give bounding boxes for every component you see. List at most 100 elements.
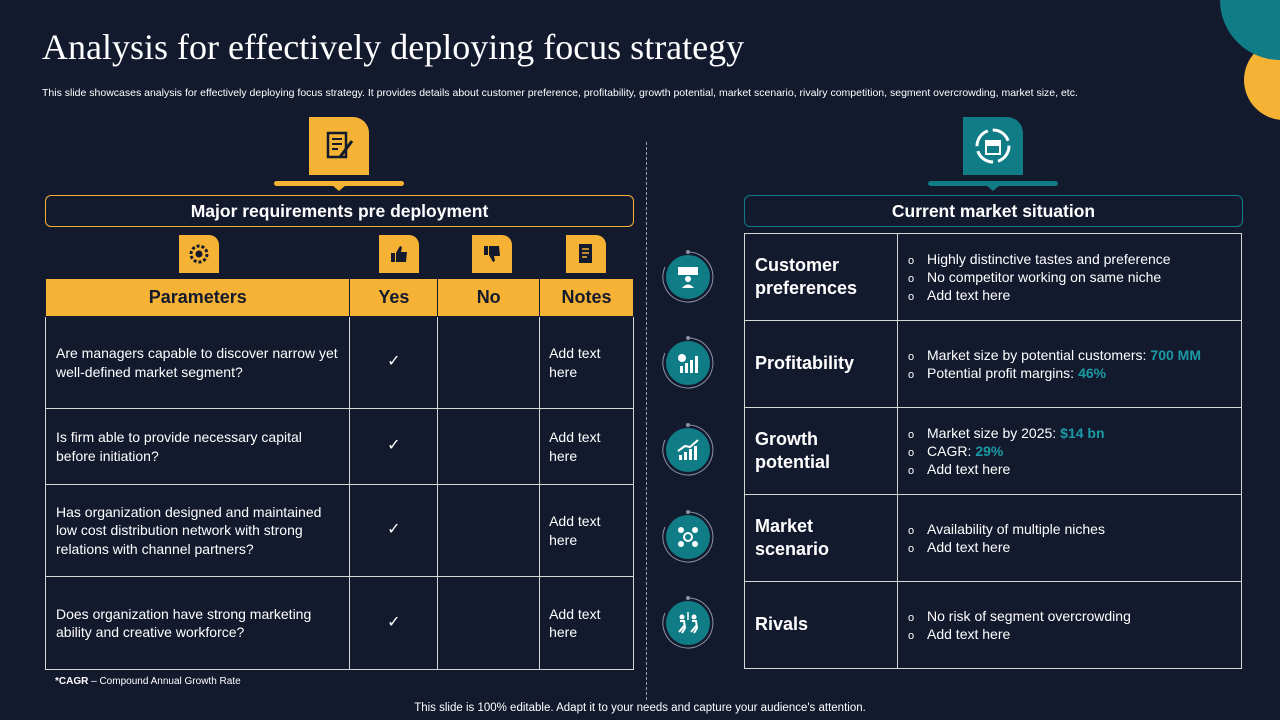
bullet-marker-icon: o bbox=[908, 272, 915, 285]
bullet-marker-icon: o bbox=[908, 611, 915, 624]
decorative-circle-teal bbox=[1220, 0, 1280, 60]
table-row: Is firm able to provide necessary capita… bbox=[44, 408, 634, 485]
market-row-details: o Highly distinctive tastes and preferenc… bbox=[897, 233, 1242, 321]
bullet-item: o No competitor working on same niche bbox=[908, 268, 1231, 286]
bullet-text: Market size by 2025: bbox=[927, 424, 1057, 441]
market-row: Customer preferences o Highly distinctive … bbox=[744, 233, 1242, 321]
yes-check-cell: ✓ bbox=[349, 316, 439, 409]
gear-people-icon bbox=[179, 235, 219, 273]
growth-chart-icon bbox=[660, 422, 716, 478]
bullet-marker-icon: o bbox=[908, 446, 915, 459]
table-row: Has organization designed and maintained… bbox=[44, 484, 634, 577]
yes-check-cell: ✓ bbox=[349, 576, 439, 670]
parameter-cell: Is firm able to provide necessary capita… bbox=[44, 408, 351, 485]
notes-cell: Add text here bbox=[539, 408, 634, 485]
market-row-label: Rivals bbox=[744, 581, 898, 669]
bullet-item: o CAGR:29% bbox=[908, 442, 1231, 460]
bullet-item: o Add text here bbox=[908, 286, 1231, 304]
bullet-text: No competitor working on same niche bbox=[927, 268, 1162, 285]
rivals-icon bbox=[660, 595, 716, 651]
bullet-text: Market size by potential customers: bbox=[927, 346, 1147, 363]
yes-check-cell: ✓ bbox=[349, 408, 439, 485]
left-section-header: Major requirements pre deployment bbox=[45, 195, 634, 227]
table-row: Does organization have strong marketing … bbox=[44, 576, 634, 670]
bullet-marker-icon: o bbox=[908, 350, 915, 363]
right-header-bar bbox=[928, 181, 1058, 186]
notes-cell: Add text here bbox=[539, 576, 634, 670]
table-row: Are managers capable to discover narrow … bbox=[44, 316, 634, 409]
no-cell bbox=[437, 484, 541, 577]
bullet-text: Highly distinctive tastes and preference bbox=[927, 250, 1171, 267]
bullet-text: Add text here bbox=[927, 626, 1011, 642]
market-row: Market scenario o Availability of multiple… bbox=[744, 494, 1242, 582]
page-title: Analysis for effectively deploying focus… bbox=[42, 27, 745, 67]
column-header-parameters: Parameters bbox=[44, 278, 351, 317]
bullet-text: Add text here bbox=[927, 287, 1011, 304]
bullet-text: Availability of multiple niches bbox=[927, 520, 1105, 537]
market-row: Growth potential o Market size by 2025:$14… bbox=[744, 407, 1242, 495]
footnote-text: – Compound Annual Growth Rate bbox=[88, 676, 241, 687]
bullet-item: o Add text here bbox=[908, 538, 1231, 556]
profit-chart-icon bbox=[660, 335, 716, 391]
column-header-yes: Yes bbox=[349, 278, 439, 317]
notes-icon bbox=[566, 235, 606, 273]
right-header-notch bbox=[986, 185, 1000, 191]
document-edit-icon bbox=[309, 117, 369, 175]
market-row-label: Customer preferences bbox=[744, 233, 898, 321]
bullet-marker-icon: o bbox=[908, 465, 915, 478]
bullet-value: 46% bbox=[1078, 365, 1107, 381]
no-cell bbox=[437, 316, 541, 409]
bullet-marker-icon: o bbox=[908, 543, 915, 555]
market-row-label: Growth potential bbox=[744, 407, 898, 495]
market-scenario-icon bbox=[660, 509, 716, 565]
market-situation-table: Customer preferences o Highly distinctive … bbox=[744, 233, 1242, 669]
bullet-item: o Add text here bbox=[908, 625, 1231, 643]
left-header-bar bbox=[274, 181, 404, 186]
bullet-text: Potential profit margins: bbox=[927, 365, 1075, 381]
market-row-label: Market scenario bbox=[744, 494, 898, 582]
bullet-text: CAGR: bbox=[927, 442, 972, 459]
table-header-row: Parameters Yes No Notes bbox=[44, 278, 634, 317]
notes-cell: Add text here bbox=[539, 316, 634, 409]
parameter-cell: Does organization have strong marketing … bbox=[44, 576, 351, 670]
no-cell bbox=[437, 576, 541, 670]
parameter-cell: Has organization designed and maintained… bbox=[44, 484, 351, 577]
page-subtitle: This slide showcases analysis for effect… bbox=[42, 87, 1078, 99]
bullet-text: Add text here bbox=[927, 539, 1011, 555]
bullet-value: $14 bn bbox=[1060, 424, 1105, 441]
bullet-marker-icon: o bbox=[908, 524, 915, 537]
section-divider bbox=[646, 142, 647, 700]
yes-check-cell: ✓ bbox=[349, 484, 439, 577]
requirements-table: Parameters Yes No Notes Are managers cap… bbox=[44, 278, 634, 670]
customer-feedback-icon bbox=[660, 249, 716, 305]
left-header-notch bbox=[332, 185, 346, 191]
thumbs-up-icon bbox=[379, 235, 419, 273]
column-header-notes: Notes bbox=[539, 278, 634, 317]
bullet-marker-icon: o bbox=[908, 369, 915, 381]
thumbs-down-icon bbox=[472, 235, 512, 273]
bottom-note: This slide is 100% editable. Adapt it to… bbox=[414, 702, 866, 714]
bullet-item: o Highly distinctive tastes and preferenc… bbox=[908, 250, 1231, 268]
notes-cell: Add text here bbox=[539, 484, 634, 577]
parameter-cell: Are managers capable to discover narrow … bbox=[44, 316, 351, 409]
bullet-value: 29% bbox=[975, 442, 1004, 459]
right-section-header: Current market situation bbox=[744, 195, 1243, 227]
market-store-icon bbox=[963, 117, 1023, 175]
bullet-marker-icon: o bbox=[908, 630, 915, 642]
bullet-item: o Availability of multiple niches bbox=[908, 520, 1231, 538]
bullet-marker-icon: o bbox=[908, 428, 915, 441]
bullet-marker-icon: o bbox=[908, 254, 915, 267]
column-header-no: No bbox=[437, 278, 541, 317]
bullet-marker-icon: o bbox=[908, 291, 915, 304]
bullet-item: o Potential profit margins:46% bbox=[908, 364, 1231, 382]
bullet-item: o Market size by 2025:$14 bn bbox=[908, 424, 1231, 442]
